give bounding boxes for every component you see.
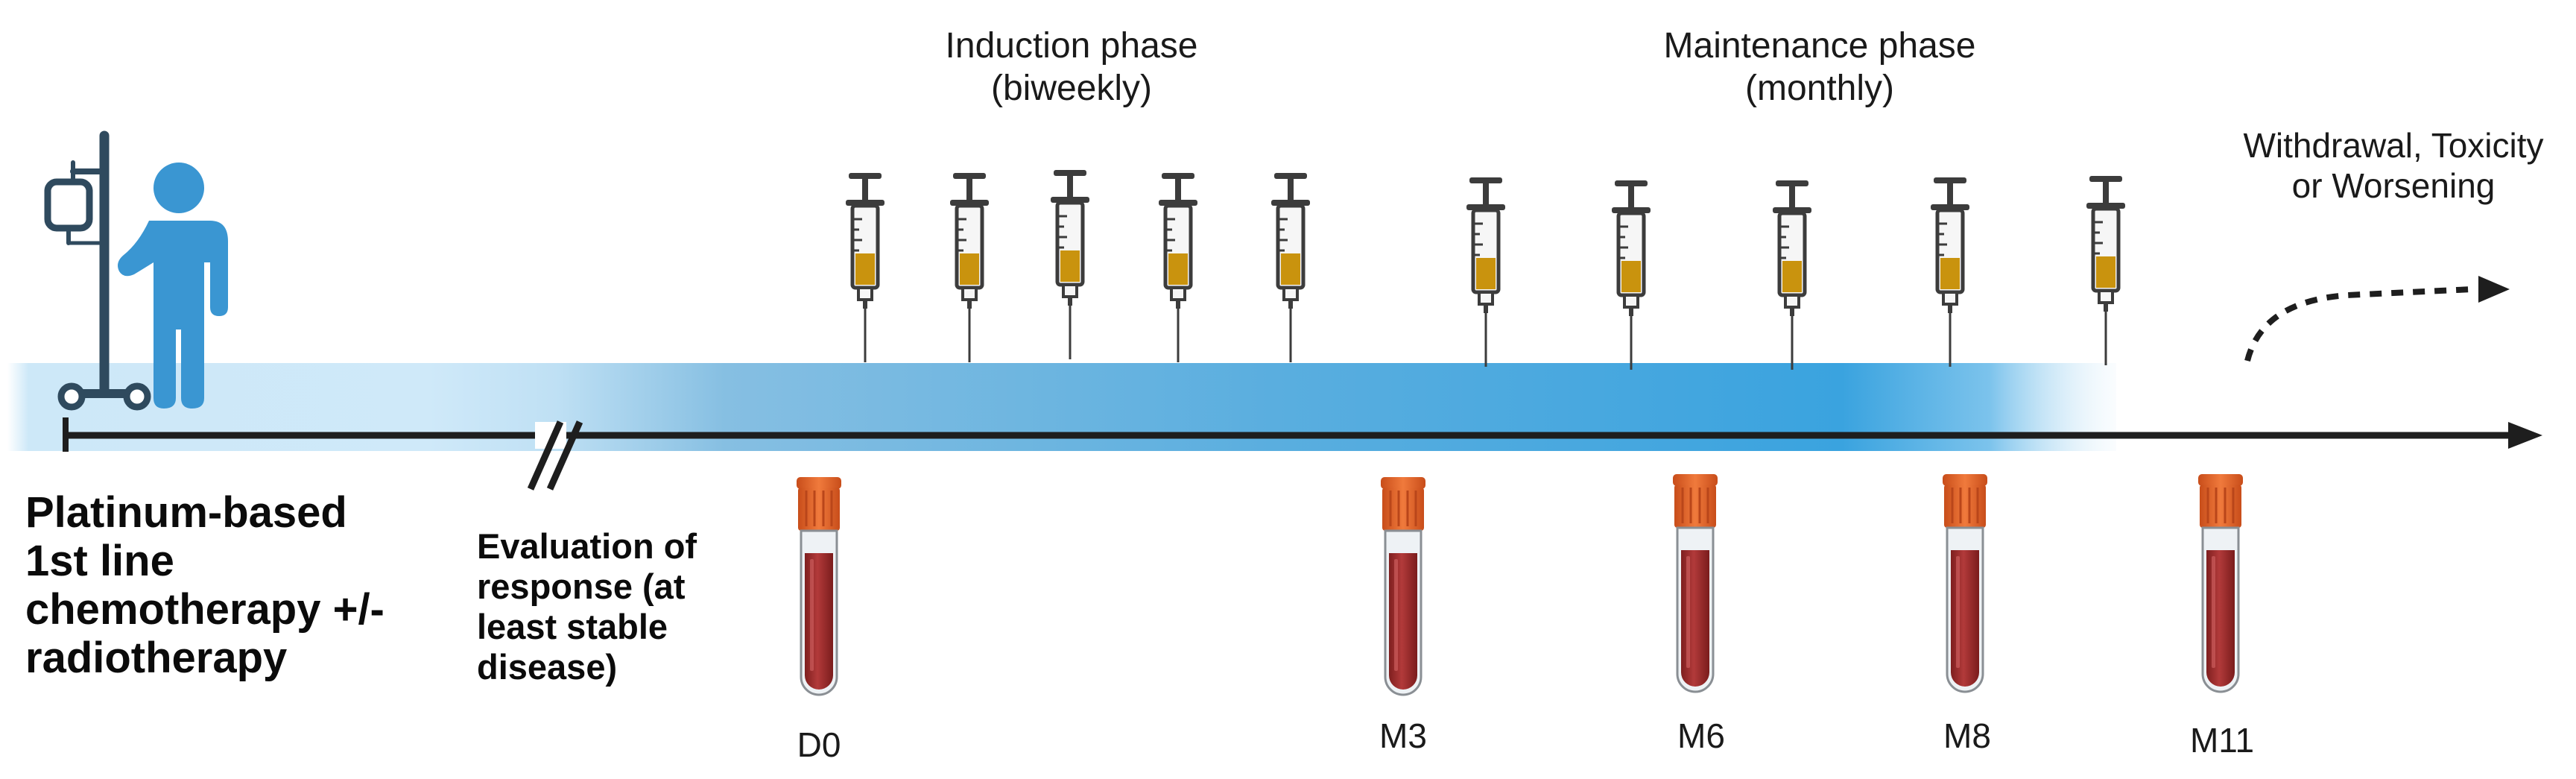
start-label-line-2: 1st line — [25, 536, 174, 585]
syringe-icon — [1051, 170, 1089, 359]
outcome-arrow — [2244, 276, 2510, 362]
blood-tube-icon — [795, 476, 843, 696]
timepoint-label-d0: D0 — [797, 725, 841, 764]
blood-samples — [795, 473, 2244, 696]
syringe-icon — [1612, 180, 1651, 370]
blood-tube-icon — [1671, 473, 1719, 693]
syringe-icon — [1271, 173, 1310, 362]
start-label-line-4: radiotherapy — [25, 633, 288, 682]
induction-phase-line-2: (biweekly) — [990, 68, 1153, 108]
maintenance-phase-line-2: (monthly) — [1744, 68, 1895, 108]
syringe-icon — [2086, 176, 2125, 365]
blood-tube-icon — [2197, 473, 2244, 693]
induction-phase-title: Induction phase (biweekly) — [946, 25, 1198, 110]
induction-injections — [846, 170, 1310, 362]
syringe-icon — [1159, 173, 1197, 362]
timeline-arrowhead — [2508, 422, 2542, 449]
syringe-icon — [1773, 180, 1811, 370]
evaluation-line-1: Evaluation of — [477, 526, 697, 566]
start-label-line-3: chemotherapy +/- — [25, 584, 384, 634]
outcome-line-2: or Worsening — [2291, 166, 2496, 206]
maintenance-phase-title: Maintenance phase (monthly) — [1664, 25, 1976, 110]
syringe-icon — [950, 173, 989, 362]
evaluation-line-4: disease) — [477, 647, 618, 687]
maintenance-phase-line-1: Maintenance phase — [1663, 26, 1976, 66]
start-treatment-label: Platinum-based 1st line chemotherapy +/-… — [25, 488, 384, 683]
outcome-line-1: Withdrawal, Toxicity — [2243, 126, 2544, 165]
patient-icon — [118, 163, 228, 409]
timepoint-label-m6: M6 — [1677, 716, 1725, 755]
timepoint-label-m8: M8 — [1943, 716, 1991, 755]
blood-tube-icon — [1379, 476, 1427, 696]
evaluation-label: Evaluation of response (at least stable … — [477, 526, 697, 687]
evaluation-line-2: response (at — [477, 567, 686, 607]
iv-pole-icon — [44, 130, 151, 411]
timepoint-label-m11: M11 — [2189, 721, 2255, 760]
maintenance-injections — [1466, 176, 2125, 370]
syringe-icon — [1466, 177, 1505, 367]
syringe-icon — [846, 173, 884, 362]
timepoint-label-m3: M3 — [1379, 716, 1427, 755]
start-label-line-1: Platinum-based — [25, 488, 347, 537]
outcome-label: Withdrawal, Toxicity or Worsening — [2243, 125, 2543, 206]
evaluation-line-3: least stable — [477, 607, 668, 647]
axis-break — [527, 420, 583, 491]
blood-tube-icon — [1941, 473, 1989, 693]
syringe-icon — [1931, 177, 1969, 367]
induction-phase-line-1: Induction phase — [945, 26, 1198, 66]
